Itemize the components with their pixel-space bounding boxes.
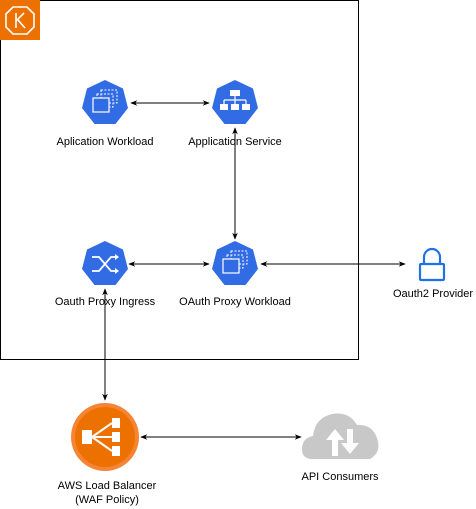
load-balancer-icon (71, 403, 139, 471)
application-service-node: Application Service (188, 80, 282, 148)
edges (102, 100, 406, 440)
oauth-proxy-ingress-label: Oauth Proxy Ingress (55, 296, 156, 308)
service-icon (212, 80, 258, 124)
oauth2-provider-node: Oauth2 Provider (393, 247, 473, 300)
pod-icon (212, 241, 258, 285)
api-consumers-label: API Consumers (301, 471, 379, 483)
cluster-boundary (0, 0, 359, 360)
cloud-icon (302, 413, 379, 459)
application-workload-label: Aplication Workload (56, 136, 153, 148)
oauth-proxy-ingress-node: Oauth Proxy Ingress (55, 241, 156, 308)
api-consumers-node: API Consumers (301, 413, 379, 483)
eks-cluster-icon (0, 0, 40, 40)
ingress-icon (82, 241, 128, 285)
oauth-proxy-workload-label: OAuth Proxy Workload (179, 296, 291, 308)
load-balancer-label-line1: AWS Load Balancer (58, 480, 157, 492)
pod-icon (82, 80, 128, 124)
oauth2-provider-label: Oauth2 Provider (393, 288, 473, 300)
application-service-label: Application Service (188, 136, 282, 148)
oauth-proxy-workload-node: OAuth Proxy Workload (179, 241, 291, 308)
aws-load-balancer-node: AWS Load Balancer (WAF Policy) (58, 403, 157, 506)
load-balancer-label-line2: (WAF Policy) (75, 494, 139, 506)
lock-icon (418, 247, 446, 282)
application-workload-node: Aplication Workload (56, 80, 154, 148)
